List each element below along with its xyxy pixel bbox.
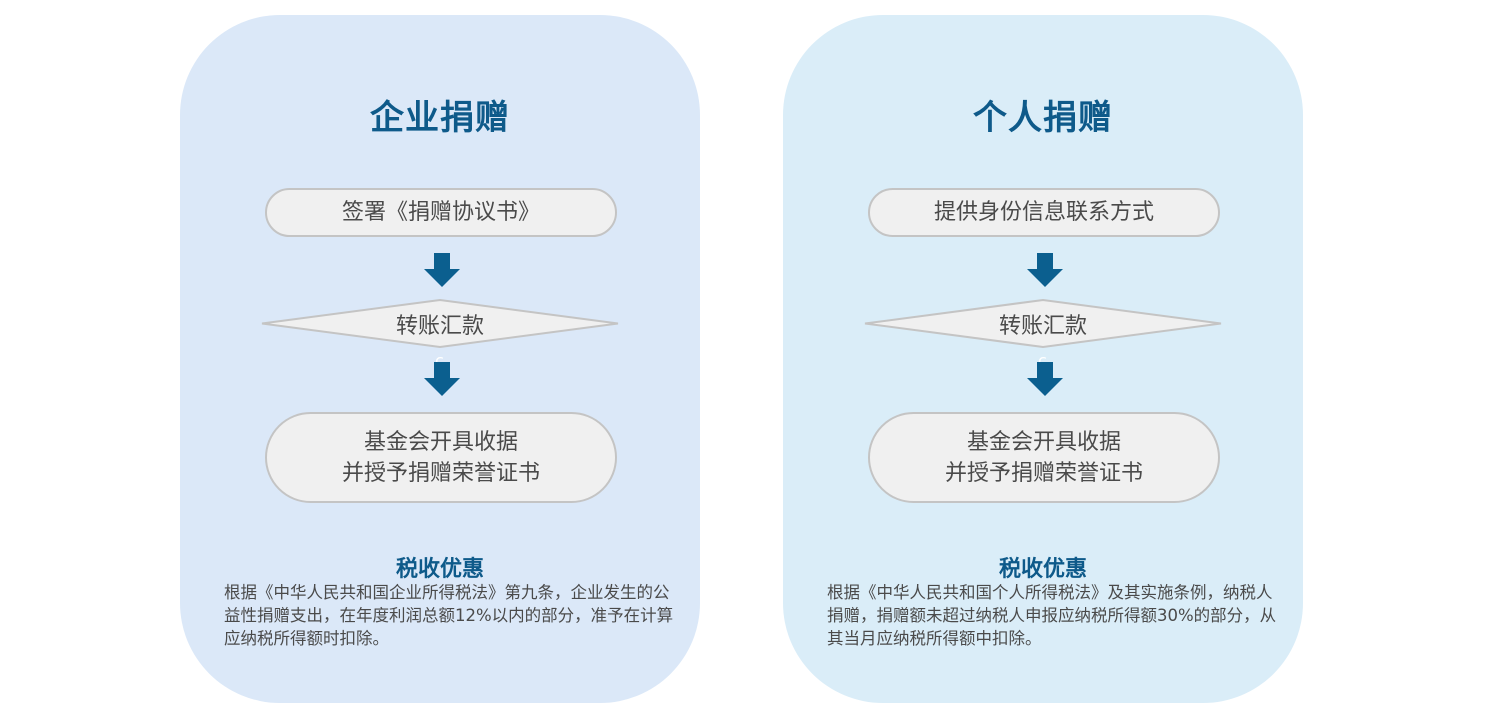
- individual-step-transfer: 转账汇款: [863, 299, 1223, 348]
- decision-diamond-shape: [864, 299, 1222, 348]
- individual-step-receipt: 基金会开具收据 并授予捐赠荣誉证书: [868, 412, 1220, 503]
- down-arrow-icon: [424, 253, 460, 287]
- receipt-line-2: 并授予捐赠荣誉证书: [341, 460, 540, 486]
- individual-title: 个人捐赠: [973, 98, 1113, 138]
- decision-diamond-shape: [261, 299, 619, 348]
- corporate-title: 企业捐赠: [370, 98, 510, 138]
- individual-transfer-label: 转账汇款: [998, 313, 1087, 339]
- corporate-step-sign-agreement: 签署《捐赠协议书》: [265, 188, 617, 237]
- individual-tax-body: 根据《中华人民共和国个人所得税法》及其实施条例，纳税人捐赠，捐赠额未超过纳税人申…: [827, 583, 1277, 648]
- down-arrow-icon: [1027, 362, 1063, 396]
- down-arrow-icon: [424, 362, 460, 396]
- individual-step-provide-info: 提供身份信息联系方式: [868, 188, 1220, 237]
- receipt-line-1: 基金会开具收据: [363, 429, 518, 455]
- small-dot-mark: c: [1038, 351, 1047, 370]
- small-dot-mark: c: [435, 351, 444, 370]
- receipt-line-2: 并授予捐赠荣誉证书: [944, 460, 1143, 486]
- corporate-tax-body: 根据《中华人民共和国企业所得税法》第九条，企业发生的公益性捐赠支出，在年度利润总…: [224, 583, 674, 648]
- individual-tax-title: 税收优惠: [998, 557, 1087, 582]
- individual-donation-panel: 个人捐赠 提供身份信息联系方式 转账汇款 c 基金会开具收据 并授予捐赠荣誉证书…: [783, 15, 1303, 703]
- corporate-tax-title: 税收优惠: [395, 557, 484, 582]
- receipt-line-1: 基金会开具收据: [966, 429, 1121, 455]
- down-arrow-icon: [1027, 253, 1063, 287]
- corporate-step-receipt: 基金会开具收据 并授予捐赠荣誉证书: [265, 412, 617, 503]
- corporate-transfer-label: 转账汇款: [395, 313, 484, 339]
- corporate-donation-panel: 企业捐赠 签署《捐赠协议书》 转账汇款 c 基金会开具收据 并授予捐赠荣誉证书 …: [180, 15, 700, 703]
- corporate-step-transfer: 转账汇款: [260, 299, 620, 348]
